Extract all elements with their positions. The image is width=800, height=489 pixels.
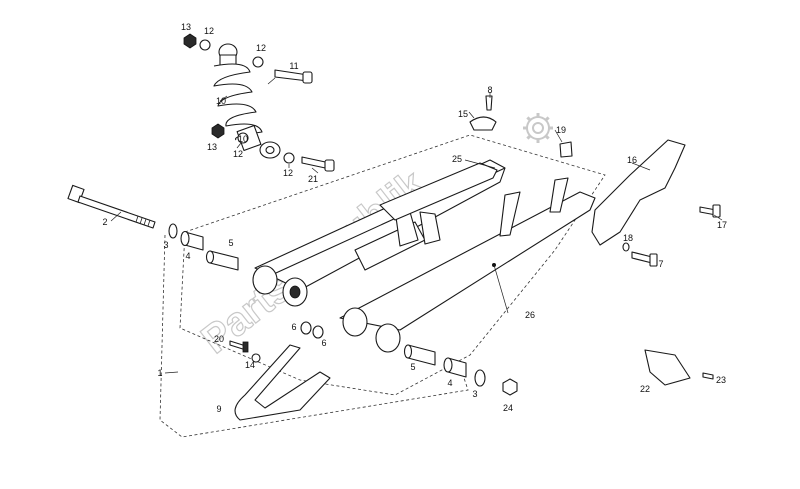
callout-22: 22 [640, 384, 650, 394]
callout-13: 13 [207, 142, 217, 152]
bolt-21 [301, 156, 335, 172]
bracket-22 [644, 349, 691, 386]
callout-5: 5 [410, 362, 415, 372]
bolt-17 [699, 204, 721, 218]
right-bushings [403, 344, 486, 387]
swingarm-group-outline [179, 134, 606, 396]
callout-6: 6 [291, 322, 296, 332]
callout-19: 19 [556, 125, 566, 135]
callout-21: 21 [308, 174, 318, 184]
bolt-7 [631, 251, 658, 267]
callout-9: 9 [216, 404, 221, 414]
callout-16: 16 [627, 155, 637, 165]
callout-12: 12 [283, 168, 293, 178]
screw-23 [702, 372, 714, 380]
screw-20 [229, 340, 249, 353]
callout-10: 10 [238, 134, 248, 144]
callout-12: 12 [256, 43, 266, 53]
callout-11: 11 [289, 61, 298, 71]
callout-7: 7 [658, 259, 663, 269]
callout-2: 2 [102, 217, 107, 227]
callout-3: 3 [163, 240, 168, 250]
callout-10: 10 [216, 96, 226, 106]
callout-12: 12 [233, 149, 243, 159]
callout-1: 1 [157, 368, 162, 378]
bolt-11 [274, 69, 313, 84]
leader-lines [110, 77, 723, 374]
washer-18 [622, 242, 630, 252]
callout-17: 17 [717, 220, 727, 230]
chain-slider-9 [234, 344, 331, 421]
chain-guard-25 [379, 162, 498, 221]
callout-18: 18 [623, 233, 633, 243]
watermark-gear-icon [523, 113, 553, 143]
callout-25: 25 [452, 154, 462, 164]
callouts: 13 12 12 11 10 10 13 12 12 21 8 15 19 25… [102, 22, 727, 414]
callout-14: 14 [245, 360, 255, 370]
shock-hardware [183, 33, 295, 164]
shock-absorber [213, 43, 281, 159]
callout-4: 4 [185, 251, 190, 261]
callout-26: 26 [525, 310, 535, 320]
chain-guard-16 [591, 139, 686, 246]
callout-12: 12 [204, 26, 214, 36]
nut-24 [502, 378, 518, 396]
callout-8: 8 [487, 85, 492, 95]
clip-assembly [469, 95, 573, 158]
axle-bolt-2 [67, 184, 156, 229]
callout-3: 3 [472, 389, 477, 399]
callout-13: 13 [181, 22, 191, 32]
callout-6: 6 [321, 338, 326, 348]
callout-20: 20 [214, 334, 224, 344]
callout-23: 23 [716, 375, 726, 385]
washer-14 [251, 353, 261, 363]
callout-24: 24 [503, 403, 513, 413]
callout-5: 5 [228, 238, 233, 248]
callout-15: 15 [458, 109, 468, 119]
left-bushings [168, 223, 239, 271]
callout-4: 4 [447, 378, 452, 388]
assembly-outline-1 [159, 234, 469, 438]
spacers-6 [300, 321, 324, 339]
